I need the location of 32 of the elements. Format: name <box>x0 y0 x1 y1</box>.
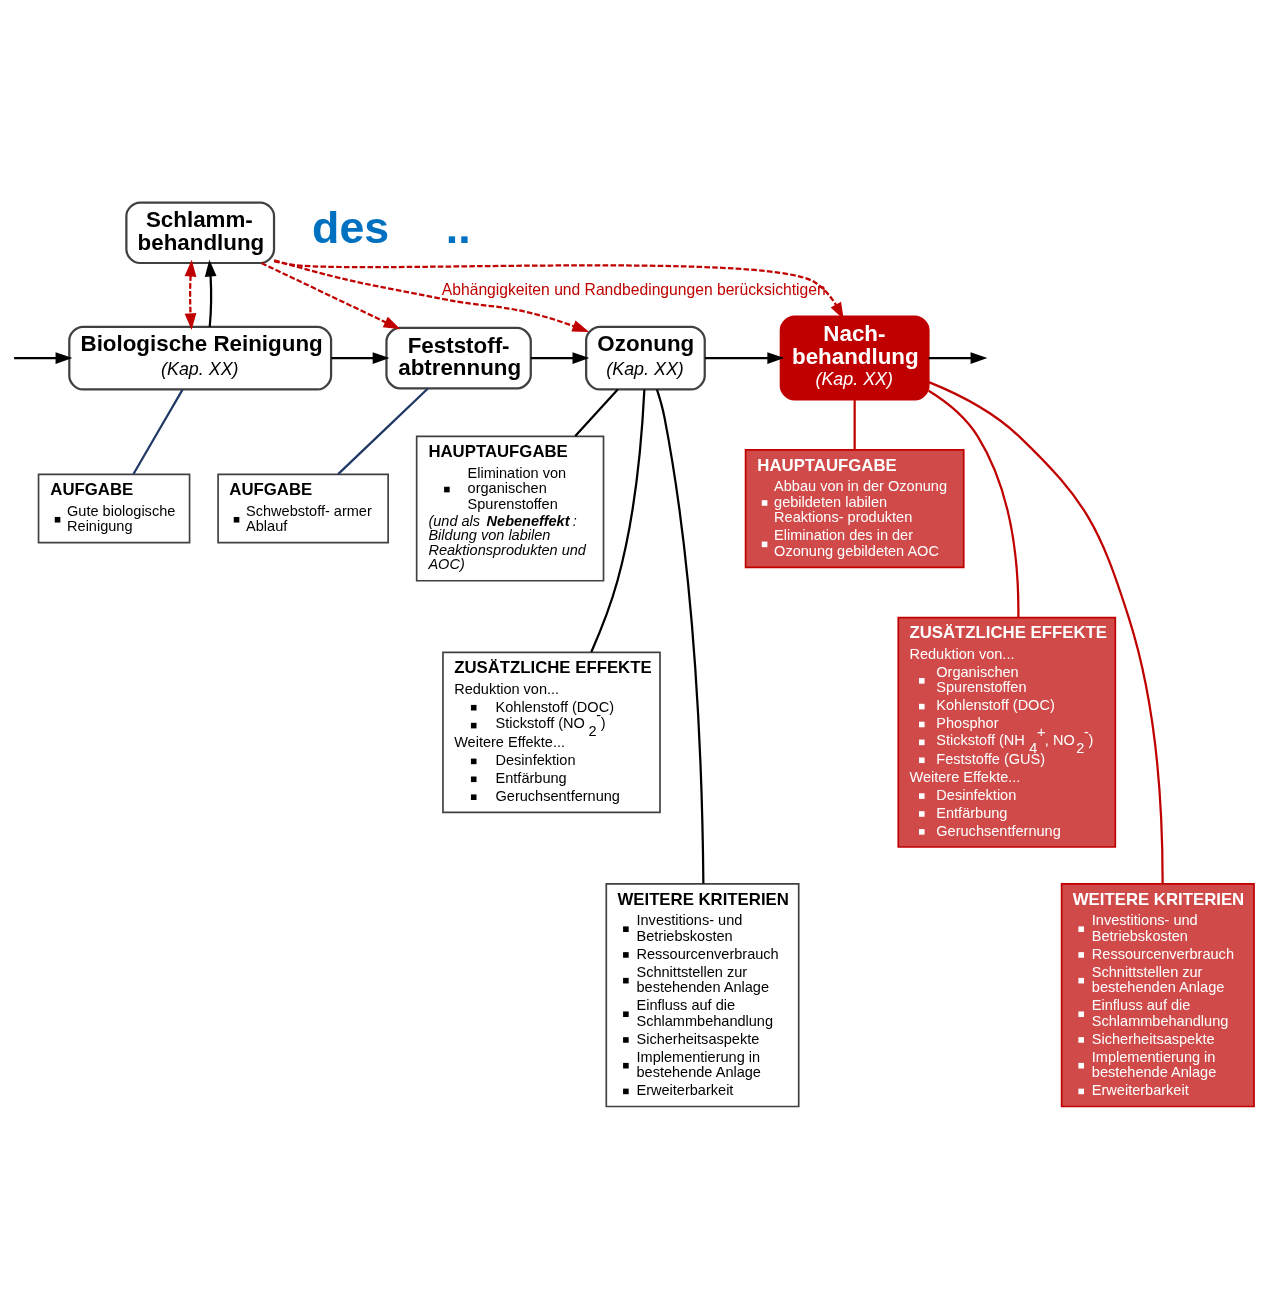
connector <box>655 388 705 884</box>
arrow <box>331 351 390 364</box>
node-box: HAUPTAUFGABE Abbau von in der Ozonung gebildeten labilen Reaktions- produkten Elimination des in der Ozonung gebildeten AOC <box>744 448 965 568</box>
arrow <box>184 259 197 330</box>
connector <box>574 388 619 437</box>
connector <box>928 380 1164 884</box>
edge-label: Abhängigkeiten und Randbedingungen berücksichtigen <box>441 280 826 298</box>
connector <box>590 388 646 652</box>
arrow <box>260 261 401 329</box>
connector <box>132 388 184 475</box>
node-box: Ozonung (Kap. XX) <box>585 325 706 391</box>
connector <box>337 387 429 475</box>
node-box: HAUPTAUFGABE Elimination von organischen Spurenstoffen (und als Nebeneffekt: Bildung von labilen Reaktionsprodukten und AOC) <box>415 435 605 582</box>
node-box: Nach- behandlung (Kap. XX) <box>779 315 930 401</box>
arrow <box>928 351 988 364</box>
connector <box>928 389 1020 617</box>
node-box: AUFGABE Schwebstoff- armer Ablauf <box>217 473 389 544</box>
node-box: WEITERE KRITERIEN Investitions- und Betriebskosten Ressourcenverbrauch Schnittstellen zur bestehenden Anlage Einfluss auf die Schlammbehandlung Sicherheitsaspekte Implementierung in bestehende Anlage Erweiterbarkeit <box>605 882 800 1107</box>
label: .. <box>445 201 471 252</box>
node-box: Biologische Reinigung (Kap. XX) <box>68 325 333 391</box>
label: des <box>312 201 390 252</box>
node-box: AUFGABE Gute biologische Reinigung <box>37 473 191 544</box>
node-box: Feststoff- abtrennung <box>385 326 532 389</box>
node-box: Schlamm- behandlung <box>125 200 276 264</box>
arrow <box>273 258 590 332</box>
arrow <box>204 259 217 327</box>
node-box: WEITERE KRITERIEN Investitions- und Betriebskosten Ressourcenverbrauch Schnittstellen zur bestehenden Anlage Einfluss auf die Schlammbehandlung Sicherheitsaspekte Implementierung in bestehende Anlage Erweiterbarkeit <box>1060 882 1255 1107</box>
connector <box>853 399 856 450</box>
arrow <box>530 351 590 364</box>
arrow <box>705 351 785 364</box>
arrow <box>273 259 844 319</box>
arrow <box>14 351 73 364</box>
